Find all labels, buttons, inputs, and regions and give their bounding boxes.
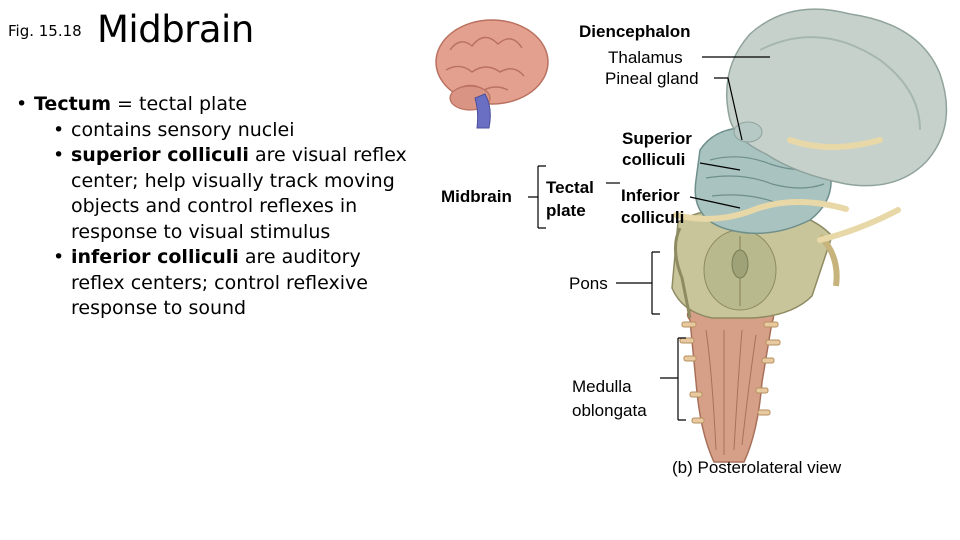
label-diencephalon: Diencephalon xyxy=(579,22,691,41)
label-midbrain: Midbrain xyxy=(441,187,512,206)
figure-number: Fig. 15.18 xyxy=(8,22,82,40)
bullet-inferior-colliculi: inferior colliculi are auditory reflex c… xyxy=(14,245,414,322)
term-superior-colliculi: superior colliculi xyxy=(71,144,249,166)
brain-thumbnail xyxy=(435,19,549,129)
bullet-tectum: Tectum = tectal plate xyxy=(14,92,414,118)
bullet-sensory-nuclei: contains sensory nuclei xyxy=(14,118,414,144)
bullet-text: = tectal plate xyxy=(111,93,248,115)
bullet-list: Tectum = tectal plate contains sensory n… xyxy=(14,92,414,322)
label-pineal-gland: Pineal gland xyxy=(605,69,699,88)
figure-caption: (b) Posterolateral view xyxy=(672,458,842,477)
term-inferior-colliculi: inferior colliculi xyxy=(71,246,239,268)
bullet-text: are visual reflex center; help visually … xyxy=(71,144,407,243)
bullet-text: are auditory reflex centers; control ref… xyxy=(71,246,368,319)
slide-title: Midbrain xyxy=(97,8,254,51)
label-thalamus: Thalamus xyxy=(608,48,683,67)
bullet-superior-colliculi: superior colliculi are visual reflex cen… xyxy=(14,143,414,245)
label-tectal-plate: Tectal plate xyxy=(546,178,594,220)
brainstem xyxy=(671,8,948,463)
term-tectum: Tectum xyxy=(34,93,111,115)
label-medulla-oblongata: Medulla oblongata xyxy=(572,377,647,420)
leader-lines xyxy=(528,56,770,421)
label-pons: Pons xyxy=(569,274,608,293)
label-inferior-colliculi: Inferior colliculi xyxy=(621,186,685,227)
label-superior-colliculi: Superior colliculi xyxy=(622,129,692,169)
